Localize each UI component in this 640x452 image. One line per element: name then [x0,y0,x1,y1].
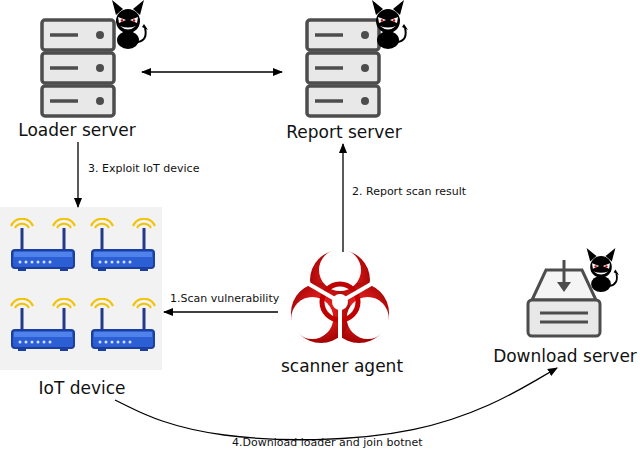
biohazard-gap [340,272,392,302]
arrow-connector [115,368,557,440]
devil-icon [587,248,619,292]
server-icon [42,20,114,116]
device-group-panel [0,207,162,370]
biohazard-hollow [291,297,333,339]
devil-icon [112,0,148,49]
router-icon [11,299,75,351]
edge-label: 2. Report scan result [352,185,466,198]
arrow-connector [342,144,343,252]
tray-box [528,300,600,336]
device-group-node: IoT device [0,207,164,400]
server-node: Report server [282,14,406,144]
biohazard-gap [338,302,342,362]
arrow-connector [77,142,78,207]
tray-line [540,321,588,324]
download-arrow [563,260,566,284]
router-icon [91,219,155,271]
biohazard-gap [288,272,340,302]
router-icon [91,299,155,351]
node-label: Loader server [12,120,142,140]
edge-label: 1.Scan vulnerability [170,292,279,305]
node-label: Report server [282,122,406,142]
download-server-icon [528,260,600,336]
biohazard-symbol [288,249,392,362]
node-label: Download server [490,346,640,366]
biohazard-hollow [347,297,389,339]
edge-label: 4.Download loader and join botnet [232,436,423,449]
server-node: Loader server [12,14,142,142]
arrow-connector [142,71,282,72]
arrow-connector [164,311,278,312]
node-label: scanner agent [278,356,406,376]
devil-icon [372,0,408,49]
edge-label: 3. Exploit IoT device [88,162,199,175]
scanner-node: scanner agent [278,252,406,378]
download-server-node: Download server [490,250,640,368]
server-icon [307,20,379,116]
tray-line [540,312,588,315]
router-icon [11,219,75,271]
node-label: IoT device [0,378,164,398]
download-arrow-head [557,282,571,292]
